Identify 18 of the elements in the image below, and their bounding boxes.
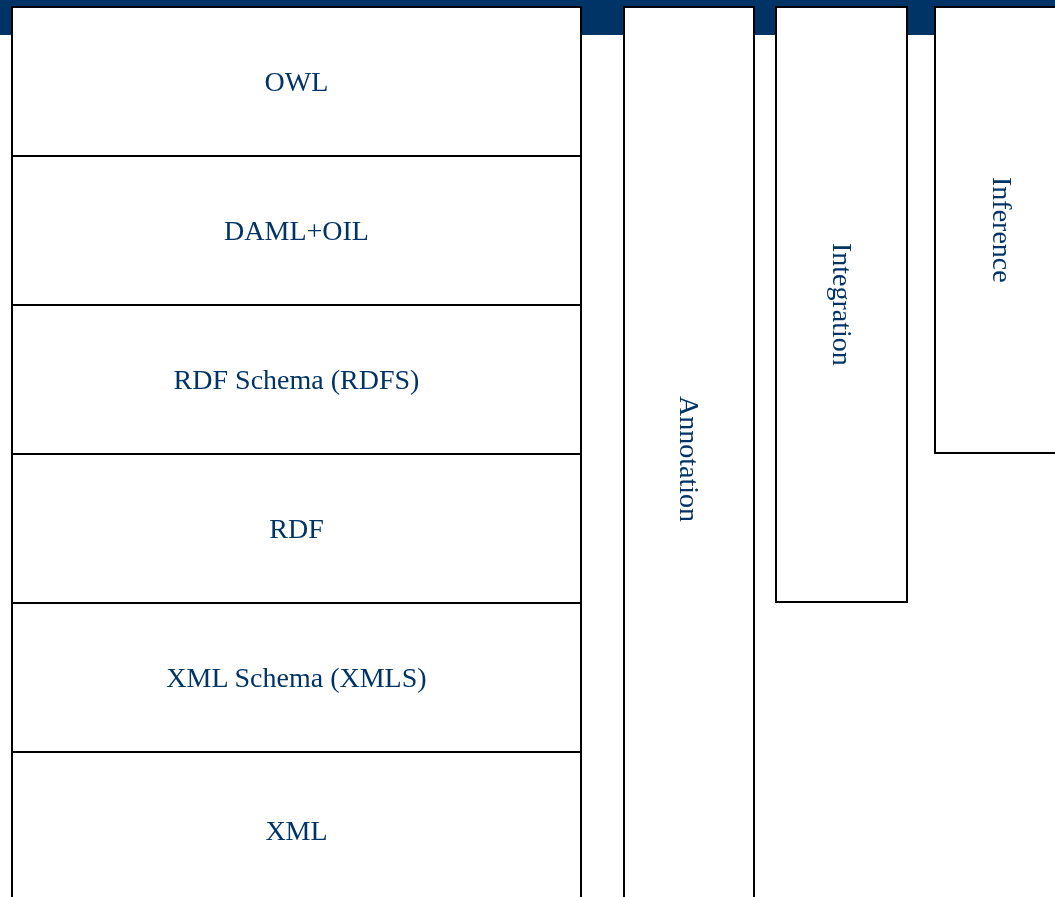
layer-label: OWL	[264, 65, 329, 98]
layer-box	[11, 304, 582, 455]
layer-box	[11, 751, 582, 897]
layer-label: XML	[265, 815, 328, 847]
column-label: Integration	[825, 243, 858, 366]
layer-label: RDF	[269, 512, 324, 545]
column-box	[775, 6, 908, 603]
layer-label: XML Schema (XMLS)	[166, 661, 427, 694]
column-label: Inference	[985, 177, 1018, 283]
layer-label: DAML+OIL	[224, 214, 369, 247]
layer-box	[11, 602, 582, 753]
layer-box	[11, 453, 582, 604]
layer-box	[11, 155, 582, 306]
column-box	[934, 6, 1055, 454]
layer-box	[11, 6, 582, 157]
layer-label: RDF Schema (RDFS)	[173, 363, 420, 396]
column-label: Annotation	[673, 395, 705, 522]
column-box	[623, 6, 755, 897]
